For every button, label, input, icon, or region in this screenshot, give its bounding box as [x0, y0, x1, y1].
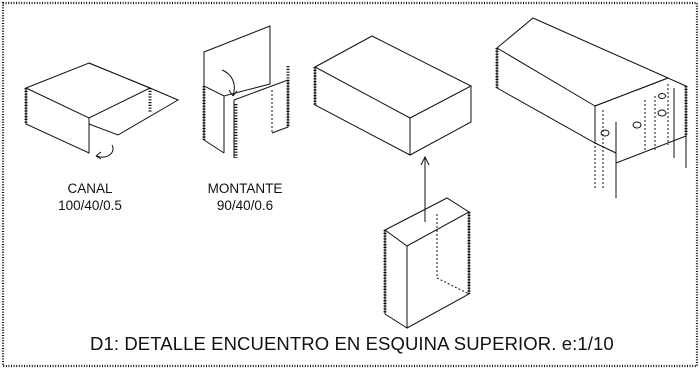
canal-label: CANAL 100/40/0.5 — [40, 180, 140, 214]
canal-dimensions: 100/40/0.5 — [58, 198, 122, 213]
montante-profile — [202, 25, 290, 158]
montante-name: MONTANTE — [207, 181, 283, 196]
montante-fold-arrow — [221, 69, 235, 97]
drawing-title: D1: DETALLE ENCUENTRO EN ESQUINA SUPERIO… — [90, 333, 614, 354]
screw-hole-icon — [658, 93, 666, 99]
assembled-box — [313, 35, 473, 156]
screw-hole-icon — [600, 129, 610, 137]
canal-name: CANAL — [67, 181, 113, 196]
montante-dimensions: 90/40/0.6 — [216, 198, 274, 213]
insertion-arrow — [420, 155, 430, 222]
inserted-montante — [383, 197, 471, 329]
screw-hole-icon — [657, 109, 667, 117]
montante-label: MONTANTE 90/40/0.6 — [190, 180, 300, 214]
screw-hole-icon — [632, 121, 642, 129]
canal-profile — [24, 62, 180, 160]
canal-fold-arrow — [95, 144, 114, 158]
corner-detail — [495, 17, 688, 198]
